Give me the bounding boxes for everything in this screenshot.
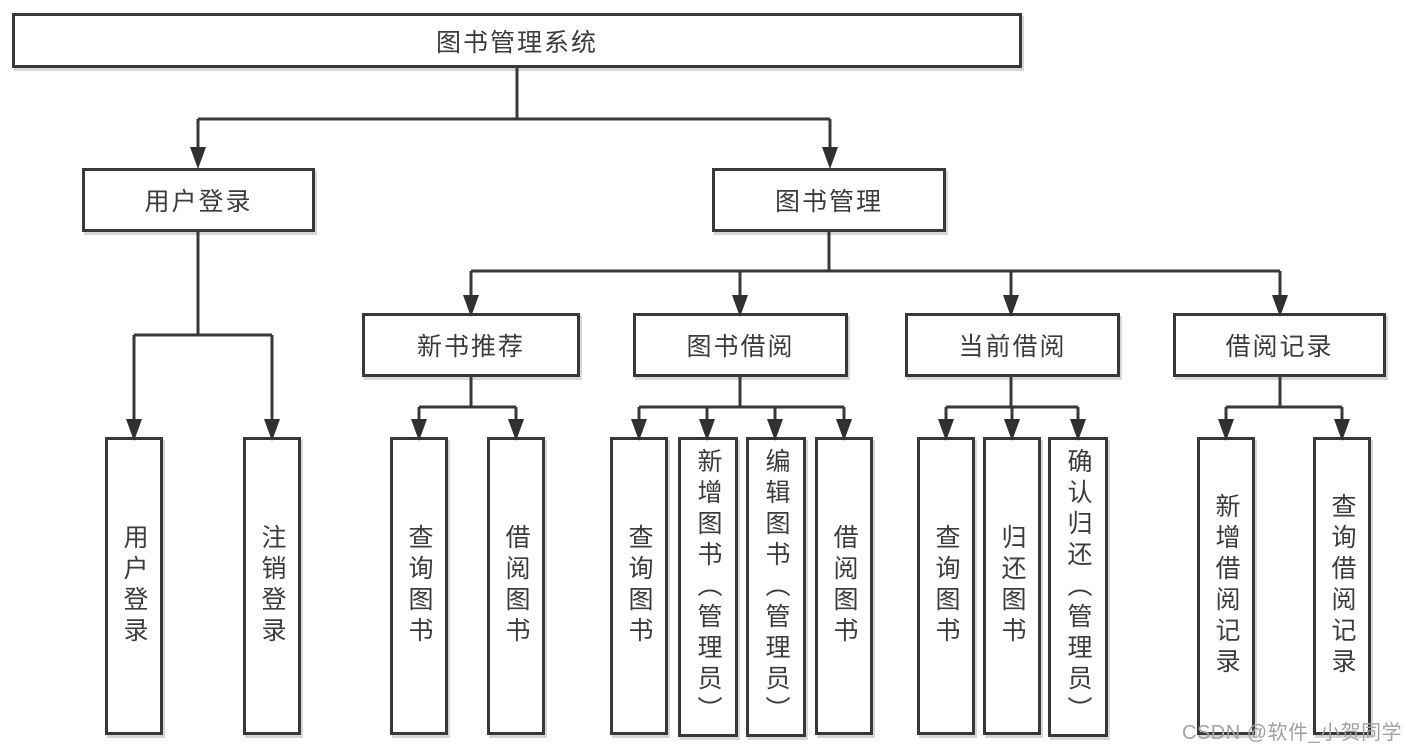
node-book-borrowing: 图书借阅 [633,313,848,377]
node-borrow-books-recommend: 借阅图书 [487,437,545,735]
node-query-books-borrow-label: 查询图书 [625,524,653,648]
node-query-borrow-record: 查询借阅记录 [1313,437,1371,735]
node-logout: 注销登录 [243,437,301,735]
node-query-books-current-label: 查询图书 [932,524,960,648]
csdn-watermark: CSDN @软件_小贺同学 [1182,722,1403,744]
node-current-borrowing-label: 当前借阅 [958,333,1067,361]
node-borrowing-records-label: 借阅记录 [1225,333,1334,361]
node-borrowing-records: 借阅记录 [1173,313,1386,377]
node-logout-label: 注销登录 [258,524,286,648]
node-query-books-borrow: 查询图书 [610,437,668,735]
node-borrow-books: 借阅图书 [815,437,873,735]
node-borrow-books-label: 借阅图书 [830,524,858,648]
node-add-borrow-record-label: 新增借阅记录 [1212,493,1240,679]
node-add-book-admin: 新增图书（管理员） [678,437,738,737]
node-user-login-label: 用户登录 [144,188,253,216]
node-return-books: 归还图书 [983,437,1041,735]
node-book-management: 图书管理 [712,168,946,232]
node-current-borrowing: 当前借阅 [905,313,1120,377]
node-confirm-return-admin: 确认归还（管理员） [1048,437,1108,737]
node-edit-book-admin-label: 编辑图书（管理员） [762,447,790,727]
node-new-book-recommend-label: 新书推荐 [416,333,525,361]
node-query-books-current: 查询图书 [917,437,975,735]
node-book-management-label: 图书管理 [774,188,883,216]
node-query-books-recommend: 查询图书 [390,437,448,735]
node-login: 用户登录 [105,437,163,735]
node-add-book-admin-label: 新增图书（管理员） [694,447,722,727]
node-book-borrowing-label: 图书借阅 [686,333,795,361]
node-login-label: 用户登录 [120,524,148,648]
node-query-borrow-record-label: 查询借阅记录 [1328,493,1356,679]
node-confirm-return-admin-label: 确认归还（管理员） [1064,447,1092,727]
node-return-books-label: 归还图书 [998,524,1026,648]
node-new-book-recommend: 新书推荐 [362,313,580,377]
node-library-system-label: 图书管理系统 [435,28,598,57]
node-library-system: 图书管理系统 [12,13,1022,68]
node-edit-book-admin: 编辑图书（管理员） [746,437,806,737]
node-borrow-books-recommend-label: 借阅图书 [502,524,530,648]
node-add-borrow-record: 新增借阅记录 [1197,437,1255,735]
node-user-login: 用户登录 [82,168,315,232]
node-query-books-recommend-label: 查询图书 [405,524,433,648]
